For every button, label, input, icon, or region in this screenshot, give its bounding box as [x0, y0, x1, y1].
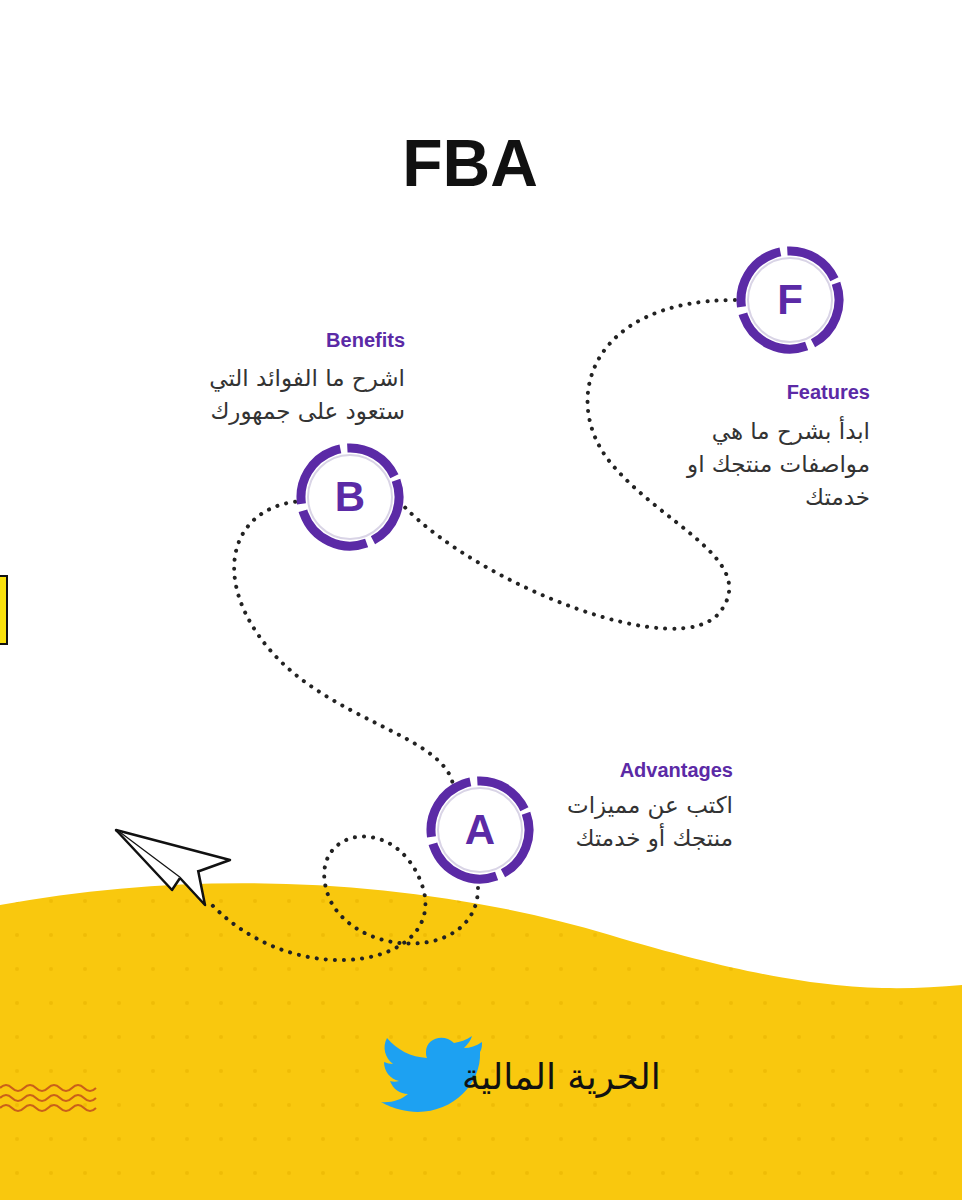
step-heading: Features: [787, 381, 870, 404]
step-heading: Advantages: [620, 759, 733, 782]
step-description: ابدأ بشرح ما هي مواصفات منتجك او خدمتك: [665, 415, 870, 514]
left-yellow-tab: [0, 576, 7, 644]
step-circle: BBenefitsاشرح ما الفوائد التي ستعود على …: [295, 442, 405, 552]
step-heading: Benefits: [326, 329, 405, 352]
step-description: اكتب عن مميزات منتجك أو خدمتك: [543, 789, 733, 855]
step-circle: FFeaturesابدأ بشرح ما هي مواصفات منتجك ا…: [735, 245, 845, 355]
diagram-title: FBA: [0, 125, 940, 201]
paper-plane: [116, 830, 230, 905]
dot-texture: [0, 883, 962, 1200]
yellow-wave: [0, 883, 962, 1200]
step-letter: A: [425, 775, 535, 885]
wavy-lines: [0, 1085, 96, 1111]
step-circle: AAdvantagesاكتب عن مميزات منتجك أو خدمتك: [425, 775, 535, 885]
step-letter: B: [295, 442, 405, 552]
account-name: الحرية المالية: [462, 1056, 661, 1097]
dotted-connector: [404, 300, 735, 629]
step-letter: F: [735, 245, 845, 355]
step-description: اشرح ما الفوائد التي ستعود على جمهورك: [165, 362, 405, 428]
